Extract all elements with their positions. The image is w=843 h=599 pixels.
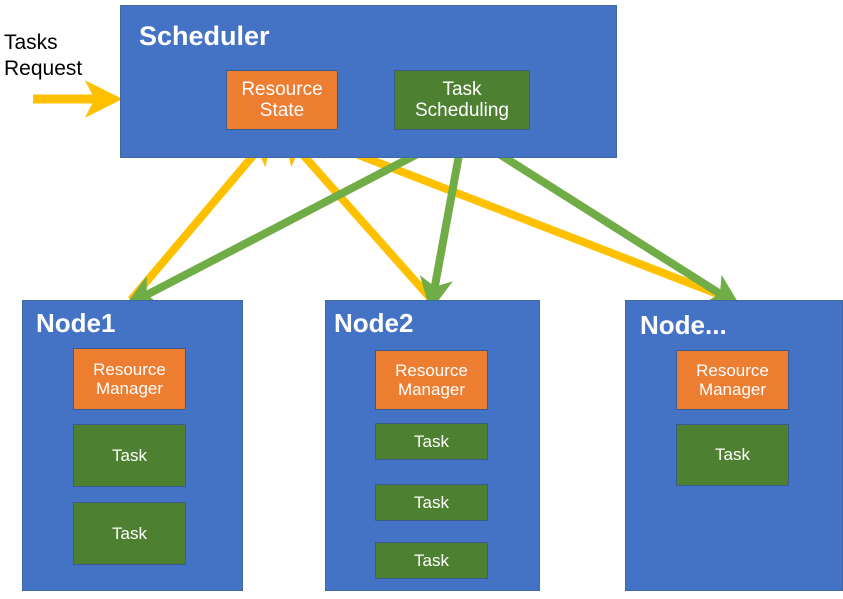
scheduler-container[interactable]	[120, 5, 617, 158]
tasks-request-label-line1: Tasks	[4, 31, 58, 54]
resource-state-label-line2: State	[259, 100, 305, 121]
tasks-request-label-line2: Request	[4, 56, 83, 80]
task-scheduling-label-line2: Scheduling	[414, 100, 510, 121]
node3-title: Node...	[640, 310, 727, 340]
task-scheduling-to-node2-arrow	[419, 132, 467, 312]
resource-state-label-line1: Resource	[241, 78, 323, 100]
node2-resource-manager[interactable]: Resource Manager	[375, 350, 488, 410]
tasks-request-label: Tasks Request	[4, 30, 114, 81]
task-scheduling-module[interactable]: Task Scheduling	[394, 70, 530, 130]
node1-to-resource-state-arrow	[127, 130, 275, 303]
node1-rm-label-line2: Manager	[95, 379, 164, 398]
node3-rm-label-line1: Resource	[696, 360, 769, 380]
task-scheduling-to-node3-arrow	[463, 129, 741, 308]
node3-resource-manager[interactable]: Resource Manager	[676, 350, 789, 410]
node2-title: Node2	[334, 308, 414, 338]
node1-task-1[interactable]: Task	[73, 424, 186, 487]
node2-task-1[interactable]: Task	[375, 423, 488, 460]
task-scheduling-label-line1: Task	[442, 78, 482, 100]
node1-rm-label-line1: Resource	[93, 359, 166, 379]
node2-rm-label-line2: Manager	[397, 380, 466, 399]
resource-state-module[interactable]: Resource State	[226, 70, 338, 130]
node3-to-resource-state-arrow	[298, 128, 735, 304]
node1-title: Node1	[36, 308, 116, 338]
node2-task-2[interactable]: Task	[375, 484, 488, 521]
node3-rm-label-line2: Manager	[698, 380, 767, 399]
node1-task-2[interactable]: Task	[73, 502, 186, 565]
node2-task-3[interactable]: Task	[375, 542, 488, 579]
node2-rm-label-line1: Resource	[395, 360, 468, 380]
node1-resource-manager[interactable]: Resource Manager	[73, 348, 186, 410]
node3-task-1[interactable]: Task	[676, 424, 789, 486]
task-scheduling-to-node1-arrow	[124, 129, 460, 307]
node2-to-resource-state-arrow	[281, 130, 435, 303]
scheduler-title: Scheduler	[139, 21, 270, 51]
